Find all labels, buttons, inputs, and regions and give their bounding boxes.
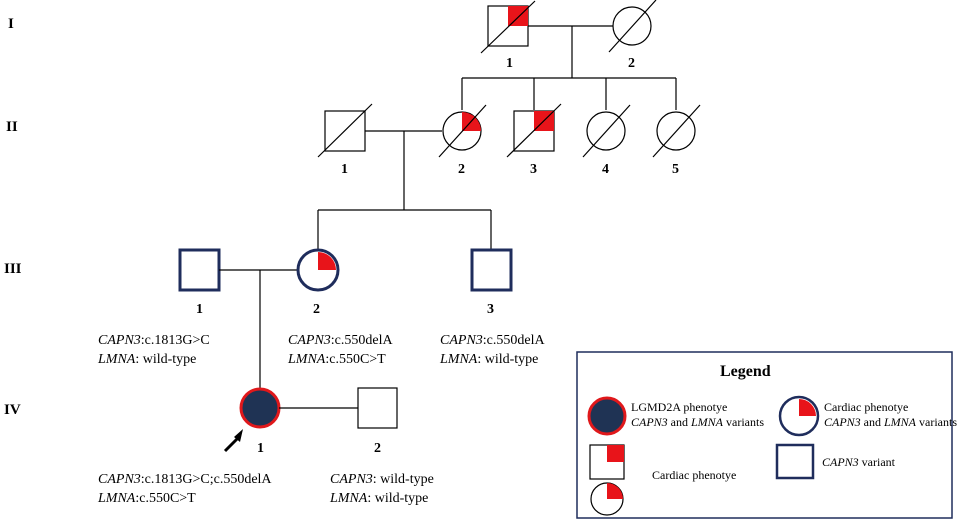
legend-box: Legend LGMD2A phenotye CAPN3 and LMNA va… bbox=[576, 351, 957, 519]
individual-number-III3: 3 bbox=[487, 302, 494, 317]
individual-number-I1: 1 bbox=[506, 56, 513, 71]
legend-cardiac-square-symbol bbox=[589, 444, 625, 480]
genotype-IV2-lmna: LMNA: wild-type bbox=[329, 491, 428, 506]
generation-label-III: III bbox=[4, 261, 22, 277]
generation-label-I: I bbox=[8, 16, 14, 32]
genotype-III1-capn3: CAPN3:c.1813G>C bbox=[98, 333, 210, 348]
genotype-III3-capn3: CAPN3:c.550delA bbox=[440, 333, 545, 348]
deceased-slash bbox=[652, 104, 701, 158]
legend-cardiac-variants-genes: CAPN3 and LMNA variants bbox=[824, 415, 957, 429]
legend-cardiac-variants-label: Cardiac phenotye bbox=[824, 400, 908, 414]
individual-number-IV2: 2 bbox=[374, 441, 381, 456]
individual-number-III2: 2 bbox=[313, 302, 320, 317]
individual-number-II3: 3 bbox=[530, 162, 537, 177]
individual-II5 bbox=[652, 104, 701, 158]
individual-II4 bbox=[582, 104, 631, 158]
genotype-IV1-lmna: LMNA:c.550C>T bbox=[97, 491, 196, 506]
legend-title: Legend bbox=[720, 363, 771, 380]
individual-II2 bbox=[438, 104, 487, 158]
genotype-III3-lmna: LMNA: wild-type bbox=[439, 352, 538, 367]
individual-number-II5: 5 bbox=[672, 162, 679, 177]
legend-cardiac-variants-symbol bbox=[778, 395, 820, 437]
legend-lgmd-variants: CAPN3 and LMNA variants bbox=[631, 415, 764, 429]
individual-number-II2: 2 bbox=[458, 162, 465, 177]
genotype-IV1-capn3: CAPN3:c.1813G>C;c.550delA bbox=[98, 472, 272, 487]
deceased-slash bbox=[608, 0, 657, 53]
individual-II1 bbox=[317, 103, 373, 158]
deceased-slash bbox=[317, 103, 373, 158]
deceased-slash bbox=[506, 103, 562, 158]
individual-number-I2: 2 bbox=[628, 56, 635, 71]
individual-IV2 bbox=[357, 387, 398, 429]
individual-III1 bbox=[178, 248, 221, 292]
legend-cardiac-label: Cardiac phenotye bbox=[652, 468, 736, 482]
individual-number-IV1: 1 bbox=[257, 441, 264, 456]
proband-arrow-icon bbox=[223, 429, 243, 453]
genotype-III1-lmna: LMNA: wild-type bbox=[97, 352, 196, 367]
deceased-slash bbox=[438, 104, 487, 158]
individual-IV1-proband bbox=[239, 387, 281, 429]
individual-I1 bbox=[480, 0, 536, 54]
genotype-IV2-capn3: CAPN3: wild-type bbox=[330, 472, 434, 487]
individual-number-II1: 1 bbox=[341, 162, 348, 177]
generation-label-IV: IV bbox=[4, 402, 21, 418]
cardiac-quadrant bbox=[508, 6, 528, 26]
cardiac-quadrant bbox=[318, 252, 336, 270]
legend-capn3-symbol bbox=[775, 443, 815, 480]
individual-number-III1: 1 bbox=[196, 302, 203, 317]
generation-label-II: II bbox=[6, 119, 18, 135]
legend-lgmd-symbol bbox=[587, 396, 627, 436]
legend-cardiac-circle-symbol bbox=[590, 482, 624, 516]
individual-III3 bbox=[470, 248, 513, 292]
individual-number-II4: 4 bbox=[602, 162, 609, 177]
legend-capn3-label: CAPN3 variant bbox=[822, 455, 896, 469]
deceased-slash bbox=[480, 0, 536, 54]
deceased-slash bbox=[582, 104, 631, 158]
genotype-III2-lmna: LMNA:c.550C>T bbox=[287, 352, 386, 367]
legend-lgmd-label: LGMD2A phenotye bbox=[631, 400, 727, 414]
individual-III2 bbox=[296, 248, 340, 292]
individual-I2 bbox=[608, 0, 657, 53]
individual-II3 bbox=[506, 103, 562, 158]
genotype-III2-capn3: CAPN3:c.550delA bbox=[288, 333, 393, 348]
